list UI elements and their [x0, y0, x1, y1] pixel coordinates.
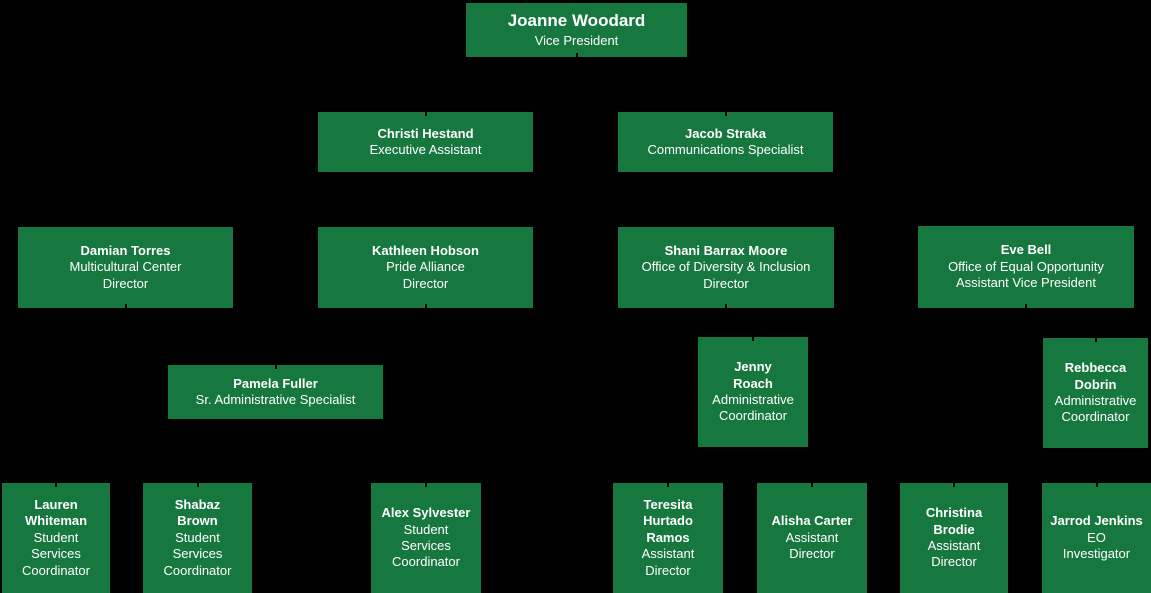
- person-title: Assistant Director: [641, 546, 695, 578]
- person-title: Sr. Administrative Specialist: [195, 392, 356, 407]
- connector-tick: [424, 304, 427, 308]
- person-name: Alisha Carter: [771, 513, 853, 529]
- connector-tick: [724, 112, 727, 116]
- connector-tick: [1095, 483, 1098, 487]
- connector-tick: [667, 483, 669, 487]
- connector-tick: [196, 483, 199, 487]
- person-name: Eve Bell: [1000, 242, 1052, 258]
- person-name: Kathleen Hobson: [372, 242, 479, 258]
- connector-tick: [274, 365, 277, 369]
- person-name: Jarrod Jenkins: [1050, 513, 1143, 529]
- org-box-shabaz-brown: Shabaz Brown Student Services Coordinato…: [143, 483, 252, 593]
- person-title: Assistant Director: [927, 538, 981, 570]
- person-title: Multicultural Center Director: [69, 259, 182, 291]
- person-title: Executive Assistant: [369, 142, 482, 157]
- org-box-lauren-whiteman: Lauren Whiteman Student Services Coordin…: [2, 483, 110, 593]
- org-box-jenny-roach: Jenny Roach Administrative Coordinator: [698, 337, 808, 447]
- org-box-shani-barrax-moore: Shani Barrax Moore Office of Diversity &…: [618, 227, 834, 308]
- person-name: Rebbecca Dobrin: [1064, 360, 1127, 392]
- person-name: Shani Barrax Moore: [664, 242, 788, 258]
- org-box-alisha-carter: Alisha Carter Assistant Director: [757, 483, 867, 593]
- person-title: Administrative Coordinator: [1054, 393, 1137, 425]
- person-title: Office of Diversity & Inclusion Director: [641, 259, 811, 291]
- person-title: Administrative Coordinator: [712, 392, 794, 424]
- person-title: Student Services Coordinator: [163, 529, 232, 578]
- connector-tick: [1094, 338, 1097, 342]
- person-name: Christina Brodie: [925, 505, 983, 537]
- org-box-eve-bell: Eve Bell Office of Equal Opportunity Ass…: [918, 226, 1134, 308]
- org-box-kathleen-hobson: Kathleen Hobson Pride Alliance Director: [318, 227, 533, 308]
- person-name: Jenny Roach: [733, 359, 773, 391]
- connector-tick: [752, 337, 754, 341]
- person-title: Office of Equal Opportunity Assistant Vi…: [948, 258, 1104, 291]
- org-box-christi-hestand: Christi Hestand Executive Assistant: [318, 112, 533, 172]
- org-box-jacob-straka: Jacob Straka Communications Specialist: [618, 112, 833, 172]
- connector-tick: [953, 483, 955, 487]
- person-title: EO Investigator: [1062, 529, 1131, 562]
- connector-tick: [575, 53, 578, 57]
- org-box-jarrod-jenkins: Jarrod Jenkins EO Investigator: [1042, 483, 1151, 593]
- connector-tick: [1025, 304, 1027, 308]
- connector-tick: [424, 112, 427, 116]
- person-title: Student Services Coordinator: [392, 521, 460, 570]
- connector-tick: [811, 483, 813, 487]
- person-name: Damian Torres: [80, 242, 171, 258]
- connector-tick: [124, 304, 127, 308]
- org-box-pamela-fuller: Pamela Fuller Sr. Administrative Special…: [168, 365, 383, 419]
- person-title: Communications Specialist: [647, 142, 804, 157]
- person-name: Lauren Whiteman: [24, 497, 88, 529]
- person-name: Christi Hestand: [377, 125, 474, 141]
- org-box-christina-brodie: Christina Brodie Assistant Director: [900, 483, 1008, 593]
- connector-tick: [725, 304, 727, 308]
- person-name: Teresita Hurtado Ramos: [643, 497, 693, 545]
- person-title: Assistant Director: [785, 529, 839, 562]
- person-name: Jacob Straka: [685, 125, 766, 141]
- person-name: Alex Sylvester: [381, 505, 471, 521]
- person-title: Student Services Coordinator: [22, 529, 90, 578]
- person-name: Pamela Fuller: [233, 375, 318, 391]
- connector-tick: [55, 483, 57, 487]
- org-box-alex-sylvester: Alex Sylvester Student Services Coordina…: [371, 483, 481, 593]
- org-box-joanne-woodard: Joanne Woodard Vice President: [466, 3, 687, 57]
- connector-tick: [425, 483, 427, 487]
- org-box-rebbecca-dobrin: Rebbecca Dobrin Administrative Coordinat…: [1043, 338, 1148, 448]
- person-title: Vice President: [534, 33, 619, 49]
- person-title: Pride Alliance Director: [386, 259, 465, 291]
- person-name: Joanne Woodard: [507, 11, 646, 31]
- org-box-damian-torres: Damian Torres Multicultural Center Direc…: [18, 227, 233, 308]
- person-name: Shabaz Brown: [174, 497, 221, 529]
- org-box-teresita-hurtado-ramos: Teresita Hurtado Ramos Assistant Directo…: [613, 483, 723, 593]
